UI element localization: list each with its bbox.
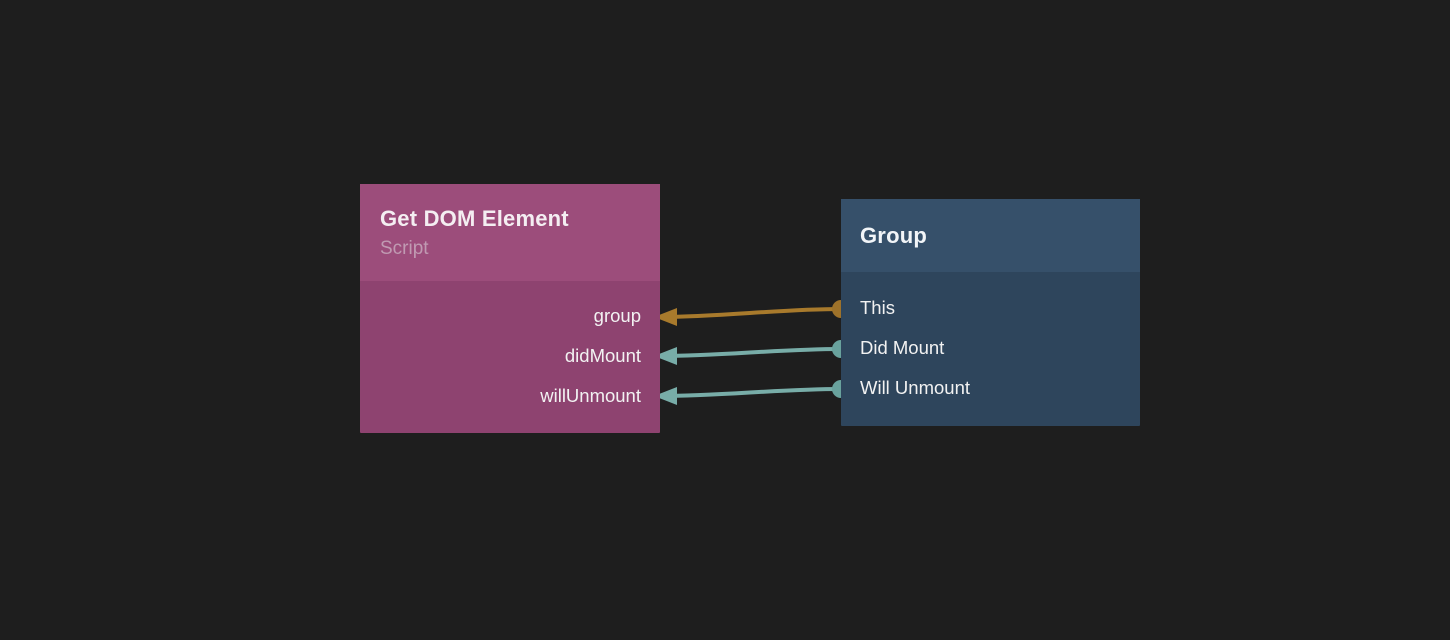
connection-this-to-group[interactable]: [654, 300, 850, 326]
port-group[interactable]: group: [593, 305, 641, 326]
connection-wire-willunmount[interactable]: [658, 387, 843, 398]
port-willunmount[interactable]: willUnmount: [540, 385, 641, 406]
connection-willunmount[interactable]: [654, 380, 850, 405]
node-header[interactable]: Get DOM Element Script: [360, 184, 660, 281]
node-title: Get DOM Element: [380, 206, 569, 231]
connection-wire-didmount[interactable]: [658, 347, 843, 358]
node-get-dom-element[interactable]: Get DOM Element Script group didMount wi…: [360, 184, 660, 433]
node-title: Group: [860, 222, 927, 248]
port-this[interactable]: This: [860, 297, 895, 318]
node-header[interactable]: Group: [841, 199, 1140, 272]
port-did-mount[interactable]: Did Mount: [860, 337, 945, 358]
connection-didmount[interactable]: [654, 340, 850, 365]
node-subtitle: Script: [380, 238, 429, 259]
output-ports: This Did Mount Will Unmount: [841, 272, 1140, 408]
port-didmount[interactable]: didMount: [564, 345, 641, 366]
port-will-unmount[interactable]: Will Unmount: [860, 377, 970, 398]
input-ports: group didMount willUnmount: [360, 281, 660, 416]
node-group[interactable]: Group This Did Mount Will Unmount: [841, 199, 1140, 426]
connection-wire-this-group[interactable]: [658, 307, 843, 319]
